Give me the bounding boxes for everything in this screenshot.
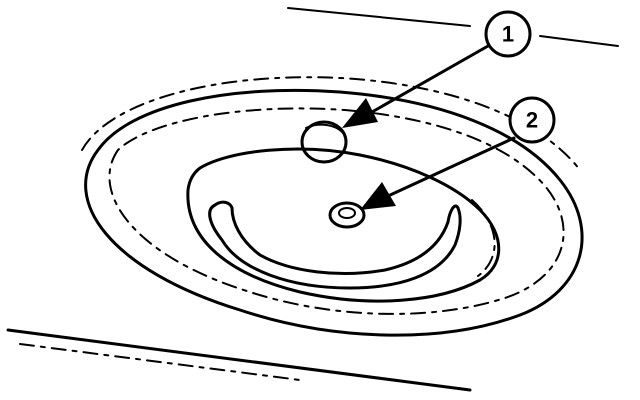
- callout-2-label: 2: [526, 108, 538, 133]
- surface-edge-top: [287, 7, 619, 47]
- plug: [300, 120, 348, 164]
- callout-2: 2: [508, 96, 556, 144]
- leader-2: [360, 136, 516, 210]
- callout-1: 1: [484, 10, 532, 58]
- callout-1-label: 1: [502, 22, 514, 47]
- leader-1: [342, 44, 490, 128]
- drain-hole: [328, 201, 366, 229]
- inner-floor: [186, 147, 501, 303]
- surface-edge-bottom: [6, 328, 472, 392]
- hook-channel: [208, 200, 462, 290]
